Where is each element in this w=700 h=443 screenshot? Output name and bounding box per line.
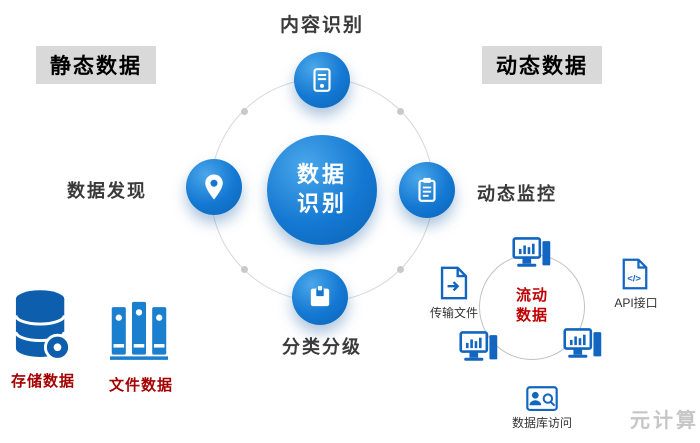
hub-label-bottom: 分类分级: [282, 337, 362, 357]
database-search-icon: [14, 288, 72, 366]
watermark: 元计算: [630, 410, 699, 432]
hub-center-line1: 数据: [296, 162, 347, 188]
hub-node-left: [186, 159, 242, 215]
computer-monitor-icon: [512, 236, 552, 274]
archive-box-icon: [305, 282, 335, 312]
hub-label-top: 内容识别: [279, 15, 364, 36]
flow-center-line2: 数据: [515, 307, 548, 325]
hub-node-bottom: [292, 269, 348, 325]
clipboard-icon: [412, 175, 442, 205]
location-pin-icon: [199, 172, 229, 202]
hub-label-left: 数据发现: [67, 181, 147, 201]
static-item-label: 存储数据: [10, 373, 75, 390]
ring-dot-sw: [241, 266, 248, 273]
api-file-icon: </>: [622, 258, 648, 290]
static-item-label: 文件数据: [108, 377, 173, 394]
dynamic-data-header: 动态数据: [482, 46, 602, 84]
hub-node-right: [399, 162, 455, 218]
binders-icon: [110, 298, 168, 362]
computer-monitor-icon: [563, 327, 603, 365]
flow-center-line1: 流动: [515, 287, 548, 304]
svg-text:</>: </>: [627, 273, 641, 284]
computer-monitor-icon: [459, 330, 499, 368]
document-scan-icon: [307, 65, 337, 95]
hub-center-line2: 识别: [296, 191, 347, 216]
flow-left-label: 传输文件: [429, 306, 478, 320]
ring-dot-ne: [397, 108, 404, 115]
ring-dot-se: [397, 266, 404, 273]
flow-bottom-label: 数据库访问: [511, 416, 572, 430]
flow-right-label: API接口: [614, 296, 658, 310]
database-user-icon: [526, 386, 558, 412]
file-transfer-icon: [440, 266, 468, 300]
flow-center-label: 流动 数据: [502, 286, 562, 327]
hub-center-circle: 数据 识别: [267, 135, 377, 245]
hub-label-right: 动态监控: [477, 184, 557, 204]
ring-dot-nw: [241, 108, 248, 115]
hub-node-top: [294, 52, 350, 108]
static-data-header: 静态数据: [36, 46, 156, 84]
